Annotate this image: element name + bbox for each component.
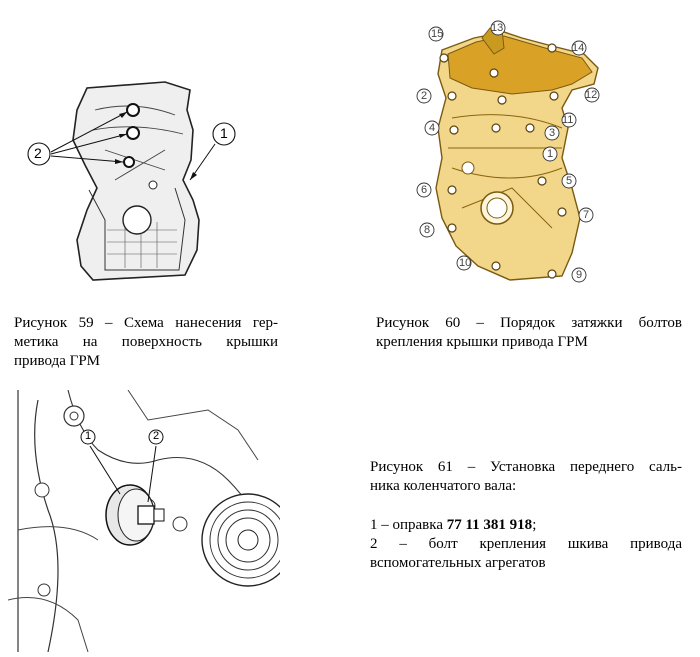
figure-59-drawing [27, 81, 236, 281]
callout-12: 12 [585, 89, 598, 101]
legend-item-2-line2: вспомогательных агрегатов [370, 555, 546, 571]
legend-item-1-prefix: 1 – оправка [370, 517, 447, 533]
callout-1: 1 [547, 148, 554, 160]
legend-item-1-suffix: ; [532, 517, 537, 533]
callout-6: 6 [421, 184, 428, 196]
callout-13: 13 [491, 22, 504, 34]
caption-line: крепления крышки привода ГРМ [376, 334, 588, 350]
callout-7: 7 [583, 209, 590, 221]
caption-line: Рисунок 61 – Установка переднего саль- [370, 459, 682, 475]
caption-line: метика на поверхность крышки [14, 334, 278, 350]
callout-3: 3 [549, 127, 556, 139]
callout-2: 2 [421, 90, 428, 102]
callout-9: 9 [576, 269, 583, 281]
figure-61-drawing [8, 390, 280, 652]
legend-item-2-line1: 2 – болт крепления шкива привода [370, 536, 682, 552]
caption-line: Рисунок 60 – Порядок затяжки болтов [376, 315, 682, 331]
legend-item-1: 1 – оправка 77 11 381 918; [370, 516, 682, 535]
callout-2: 2 [153, 430, 160, 442]
callout-8: 8 [424, 224, 431, 236]
callout-10: 10 [459, 257, 472, 269]
figure-59-caption: Рисунок 59 – Схема нанесения гер- метика… [14, 314, 278, 371]
caption-line: ника коленчатого вала: [370, 478, 517, 494]
callout-1: 1 [85, 430, 92, 442]
figure-61-caption: Рисунок 61 – Установка переднего саль- н… [370, 458, 682, 496]
callout-4: 4 [429, 122, 436, 134]
callout-2: 2 [34, 145, 42, 161]
callout-1: 1 [220, 125, 228, 141]
figure-61-legend: 1 – оправка 77 11 381 918; 2 – болт креп… [370, 516, 682, 573]
tool-code: 77 11 381 918 [446, 517, 533, 533]
callout-14: 14 [572, 42, 585, 54]
caption-line: Рисунок 59 – Схема нанесения гер- [14, 315, 278, 331]
callout-15: 15 [431, 28, 444, 40]
figure-60-drawing [416, 20, 600, 283]
figure-60-caption: Рисунок 60 – Порядок затяжки болтов креп… [376, 314, 682, 352]
caption-line: привода ГРМ [14, 353, 100, 369]
callout-11: 11 [562, 114, 574, 126]
callout-5: 5 [566, 175, 573, 187]
